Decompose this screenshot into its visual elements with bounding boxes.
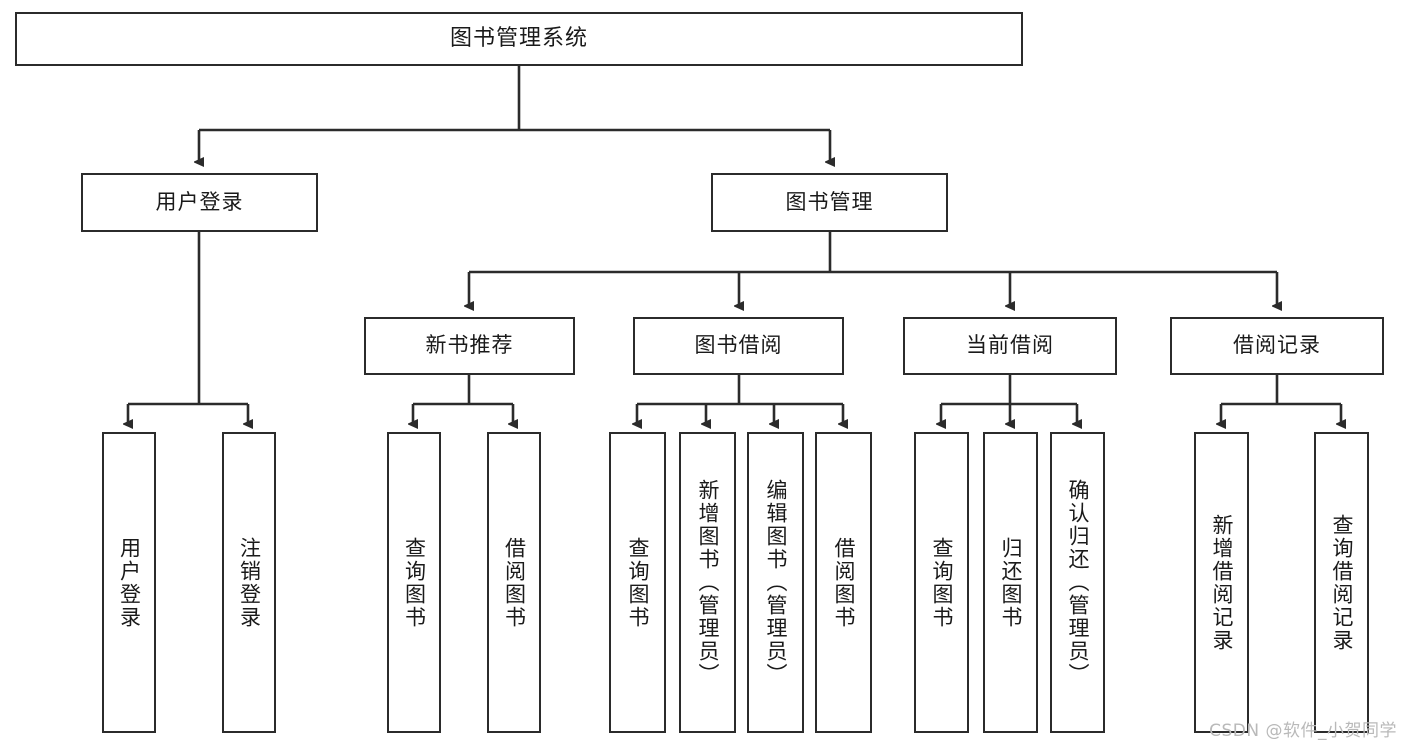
node-leaf-query-book-2-label: 查询图书 bbox=[625, 536, 650, 629]
node-leaf-query-book-2[interactable]: 查询图书 bbox=[609, 432, 666, 733]
node-borrow-record-label: 借阅记录 bbox=[1233, 333, 1321, 358]
node-leaf-add-book[interactable]: 新增图书（管理员） bbox=[679, 432, 736, 733]
node-leaf-edit-book[interactable]: 编辑图书（管理员） bbox=[747, 432, 804, 733]
node-leaf-query-book-1-label: 查询图书 bbox=[402, 536, 427, 629]
node-leaf-add-record-label: 新增借阅记录 bbox=[1209, 513, 1234, 652]
node-leaf-user-login[interactable]: 用户登录 bbox=[102, 432, 156, 733]
node-book-borrow[interactable]: 图书借阅 bbox=[633, 317, 844, 375]
node-leaf-borrow-book-1[interactable]: 借阅图书 bbox=[487, 432, 541, 733]
node-leaf-query-book-1[interactable]: 查询图书 bbox=[387, 432, 441, 733]
node-leaf-add-record[interactable]: 新增借阅记录 bbox=[1194, 432, 1249, 733]
node-new-book-recommend[interactable]: 新书推荐 bbox=[364, 317, 575, 375]
node-leaf-logout[interactable]: 注销登录 bbox=[222, 432, 276, 733]
node-current-borrow[interactable]: 当前借阅 bbox=[903, 317, 1117, 375]
node-new-book-recommend-label: 新书推荐 bbox=[425, 333, 514, 358]
node-leaf-query-book-3-label: 查询图书 bbox=[929, 536, 954, 629]
node-leaf-confirm-return[interactable]: 确认归还（管理员） bbox=[1050, 432, 1105, 733]
node-leaf-query-record-label: 查询借阅记录 bbox=[1329, 513, 1354, 652]
node-leaf-confirm-return-label: 确认归还（管理员） bbox=[1065, 479, 1090, 686]
node-book-borrow-label: 图书借阅 bbox=[694, 333, 783, 358]
node-leaf-user-login-label: 用户登录 bbox=[117, 536, 142, 629]
node-leaf-add-book-label: 新增图书（管理员） bbox=[695, 479, 720, 686]
node-borrow-record[interactable]: 借阅记录 bbox=[1170, 317, 1384, 375]
node-book-manage[interactable]: 图书管理 bbox=[711, 173, 948, 232]
node-leaf-logout-label: 注销登录 bbox=[237, 536, 262, 629]
node-leaf-borrow-book-2-label: 借阅图书 bbox=[831, 536, 856, 629]
node-current-borrow-label: 当前借阅 bbox=[966, 333, 1054, 358]
node-root-label: 图书管理系统 bbox=[449, 25, 588, 51]
node-leaf-return-book-label: 归还图书 bbox=[998, 536, 1023, 629]
node-user-login-label: 用户登录 bbox=[155, 189, 244, 214]
node-user-login[interactable]: 用户登录 bbox=[81, 173, 318, 232]
node-leaf-borrow-book-2[interactable]: 借阅图书 bbox=[815, 432, 872, 733]
node-leaf-edit-book-label: 编辑图书（管理员） bbox=[763, 479, 788, 686]
node-book-manage-label: 图书管理 bbox=[785, 189, 874, 214]
node-root[interactable]: 图书管理系统 bbox=[15, 12, 1023, 66]
node-leaf-query-book-3[interactable]: 查询图书 bbox=[914, 432, 969, 733]
node-leaf-return-book[interactable]: 归还图书 bbox=[983, 432, 1038, 733]
node-leaf-query-record[interactable]: 查询借阅记录 bbox=[1314, 432, 1369, 733]
node-leaf-borrow-book-1-label: 借阅图书 bbox=[502, 536, 527, 629]
